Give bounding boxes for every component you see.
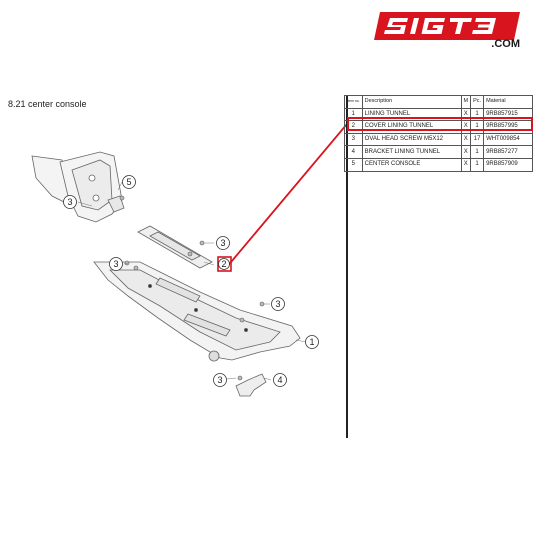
row-pc: 1 <box>470 120 485 134</box>
bracket-part <box>235 373 267 397</box>
row-m: X <box>460 107 472 122</box>
header-m: M <box>460 95 472 109</box>
callouts: 5 3 3 3 2 3 1 3 <box>63 175 319 387</box>
table-row-highlighted[interactable]: 2 COVER LINING TUNNEL X 1 9RB857995 <box>344 120 533 134</box>
callout-label: 4 <box>277 375 282 385</box>
callout-3c[interactable]: 3 <box>109 257 123 271</box>
table-row[interactable]: 5 CENTER CONSOLE X 1 9RB857909 <box>344 157 533 172</box>
row-material: 9RB857277 <box>483 145 533 159</box>
row-pc: 1 <box>470 145 485 159</box>
callout-label: 3 <box>275 299 280 309</box>
row-description: BRACKET LINING TUNNEL <box>361 145 462 159</box>
screws <box>119 195 265 381</box>
row-material: 9RB857909 <box>483 157 533 172</box>
callout-5[interactable]: 5 <box>122 175 136 189</box>
leader-lines <box>77 181 307 381</box>
header-description: Description <box>361 95 462 109</box>
callout-label: 3 <box>217 375 222 385</box>
center-console-part <box>31 151 125 223</box>
row-m: X <box>460 157 472 172</box>
callout-3a[interactable]: 3 <box>63 195 77 209</box>
callout-label: 3 <box>113 259 118 269</box>
row-item: 4 <box>344 145 363 159</box>
highlight-pointer-line <box>225 123 348 269</box>
callout-3e[interactable]: 3 <box>213 373 227 387</box>
row-pc: 1 <box>470 157 485 172</box>
callout-label: 2 <box>221 259 226 269</box>
table-divider-line <box>346 95 348 438</box>
header-material: Material <box>483 95 533 109</box>
row-material: WHT009854 <box>483 132 533 147</box>
callout-4[interactable]: 4 <box>273 373 287 387</box>
row-pc: 1 <box>470 107 485 122</box>
row-pc: 17 <box>470 132 485 147</box>
table-row[interactable]: 3 OVAL HEAD SCREW M5X12 X 17 WHT009854 <box>344 132 533 147</box>
row-description: OVAL HEAD SCREW M5X12 <box>361 132 462 147</box>
brand-logo[interactable]: .COM <box>372 10 522 56</box>
callout-label: 5 <box>126 177 131 187</box>
section-title: 8.21 center console <box>8 99 87 109</box>
row-item: 3 <box>344 132 363 147</box>
callout-3b[interactable]: 3 <box>216 236 230 250</box>
row-description: LINING TUNNEL <box>361 107 462 122</box>
cover-lining-tunnel-part <box>137 225 213 269</box>
row-m: X <box>460 145 472 159</box>
row-m: X <box>460 120 472 134</box>
row-material: 9RB857995 <box>483 120 533 134</box>
row-m: X <box>460 132 472 147</box>
callout-3d[interactable]: 3 <box>271 297 285 311</box>
row-material: 9RB857915 <box>483 107 533 122</box>
parts-table: Item no. Description M Pc. Material 1 LI… <box>344 95 533 172</box>
callout-label: 1 <box>309 337 314 347</box>
row-item: 1 <box>344 107 363 122</box>
logo-graphic <box>374 12 520 40</box>
row-description: CENTER CONSOLE <box>361 157 462 172</box>
header-pc: Pc. <box>470 95 485 109</box>
table-row[interactable]: 1 LINING TUNNEL X 1 9RB857915 <box>344 107 533 122</box>
callout-1[interactable]: 1 <box>305 335 319 349</box>
lining-tunnel-part <box>93 261 301 362</box>
row-item: 5 <box>344 157 363 172</box>
row-item: 2 <box>344 120 363 134</box>
header-item: Item no. <box>344 95 363 109</box>
table-row[interactable]: 4 BRACKET LINING TUNNEL X 1 9RB857277 <box>344 145 533 159</box>
row-description: COVER LINING TUNNEL <box>361 120 462 134</box>
table-header-row: Item no. Description M Pc. Material <box>344 95 533 109</box>
callout-label: 3 <box>67 197 72 207</box>
brand-domain: .COM <box>491 38 520 50</box>
callout-label: 3 <box>220 238 225 248</box>
highlight-callout-box <box>217 256 232 272</box>
callout-2[interactable]: 2 <box>218 258 230 270</box>
